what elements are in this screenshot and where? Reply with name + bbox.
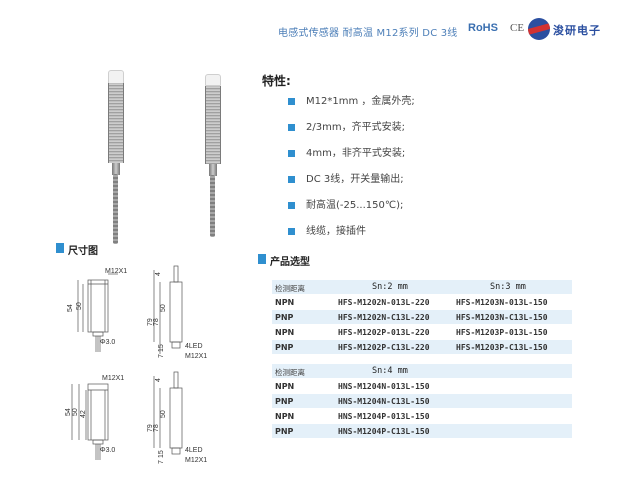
dimension-drawing-flush: M12X1 54 50 Φ3.0 4 50 79 78 15 7 4LED M1… xyxy=(67,265,207,360)
feature-item: DC 3线，开关量输出; xyxy=(288,174,415,200)
dim-label: 78 xyxy=(153,318,160,326)
dim-label: 15 xyxy=(158,450,165,458)
table-row: NPN HNS-M1204N-013L-150 xyxy=(272,379,572,394)
dim-label: 42 xyxy=(80,410,87,418)
table-row: NPN HNS-M1204P-013L-150 xyxy=(272,409,572,424)
table-header-row: 检测距离 Sn:4 mm xyxy=(272,364,572,379)
dim-label: 4 xyxy=(155,272,162,276)
dim-label: 4 xyxy=(155,378,162,382)
thread-label: M12X1 xyxy=(185,353,207,360)
dimensions-title: 尺寸图 xyxy=(68,246,98,257)
header-title: 电感式传感器 耐高温 M12系列 DC 3线 xyxy=(278,28,458,39)
table-row: NPN HFS-M1202N-013L-220 HFS-M1203N-013L-… xyxy=(272,295,572,310)
rohs-mark: RoHS xyxy=(468,22,498,34)
table-row: PNP HNS-M1204P-C13L-150 xyxy=(272,424,572,439)
bullet-icon xyxy=(288,98,295,105)
feature-item: 线缆，接插件 xyxy=(288,226,415,252)
dim-label: 50 xyxy=(160,304,167,312)
company-logo-icon xyxy=(528,18,550,40)
bullet-icon xyxy=(288,176,295,183)
dim-label: 50 xyxy=(76,302,83,310)
selection-table-non-flush: 检测距离 Sn:4 mm NPN HNS-M1204N-013L-150 PNP… xyxy=(272,364,572,439)
bullet-icon xyxy=(288,228,295,235)
thread-label: M12X1 xyxy=(105,268,127,275)
dim-label: 78 xyxy=(153,424,160,432)
table-row: PNP HFS-M1202P-C13L-220 HFS-M1203P-C13L-… xyxy=(272,340,572,355)
feature-item: M12*1mm ，金属外壳; xyxy=(288,96,415,122)
selection-title: 产品选型 xyxy=(270,257,310,268)
diameter-label: Φ3.0 xyxy=(100,447,115,454)
dim-label: 7 xyxy=(158,460,165,464)
feature-list: M12*1mm ，金属外壳; 2/3mm，齐平式安装; 4mm，非齐平式安装; … xyxy=(288,96,415,252)
selection-table-flush: 检测距离 Sn:2 mm Sn:3 mm NPN HFS-M1202N-013L… xyxy=(272,280,572,355)
section-marker-icon xyxy=(56,243,64,253)
dim-label: 7 xyxy=(158,354,165,358)
thread-label: M12X1 xyxy=(185,457,207,464)
bullet-icon xyxy=(288,124,295,131)
table-row: PNP HFS-M1202N-C13L-220 HFS-M1203N-C13L-… xyxy=(272,310,572,325)
ce-mark: CE xyxy=(510,22,525,34)
dim-label: 54 xyxy=(65,408,72,416)
page-header: 电感式传感器 耐高温 M12系列 DC 3线 RoHS CE 浚研电子 xyxy=(0,18,640,44)
dim-label: 50 xyxy=(72,408,79,416)
dimension-drawing-non-flush: M12X1 54 50 42 Φ3.0 4 50 79 78 15 7 4LED… xyxy=(65,371,207,464)
dim-label: 50 xyxy=(160,410,167,418)
led-label: 4LED xyxy=(185,447,203,454)
diameter-label: Φ3.0 xyxy=(100,339,115,346)
section-marker-icon xyxy=(258,254,266,264)
feature-item: 4mm，非齐平式安装; xyxy=(288,148,415,174)
dim-label: 54 xyxy=(67,304,74,312)
dim-label: 15 xyxy=(158,344,165,352)
feature-item: 耐高温(-25...150℃); xyxy=(288,200,415,226)
company-name: 浚研电子 xyxy=(553,24,601,37)
features-title: 特性: xyxy=(262,74,291,88)
feature-item: 2/3mm，齐平式安装; xyxy=(288,122,415,148)
bullet-icon xyxy=(288,202,295,209)
table-row: PNP HNS-M1204N-C13L-150 xyxy=(272,394,572,409)
dim-label: 79 xyxy=(147,424,154,432)
bullet-icon xyxy=(288,150,295,157)
led-label: 4LED xyxy=(185,343,203,350)
dim-label: 79 xyxy=(147,318,154,326)
table-header-row: 检测距离 Sn:2 mm Sn:3 mm xyxy=(272,280,572,295)
table-row: NPN HFS-M1202P-013L-220 HFS-M1203P-013L-… xyxy=(272,325,572,340)
thread-label: M12X1 xyxy=(102,375,124,382)
